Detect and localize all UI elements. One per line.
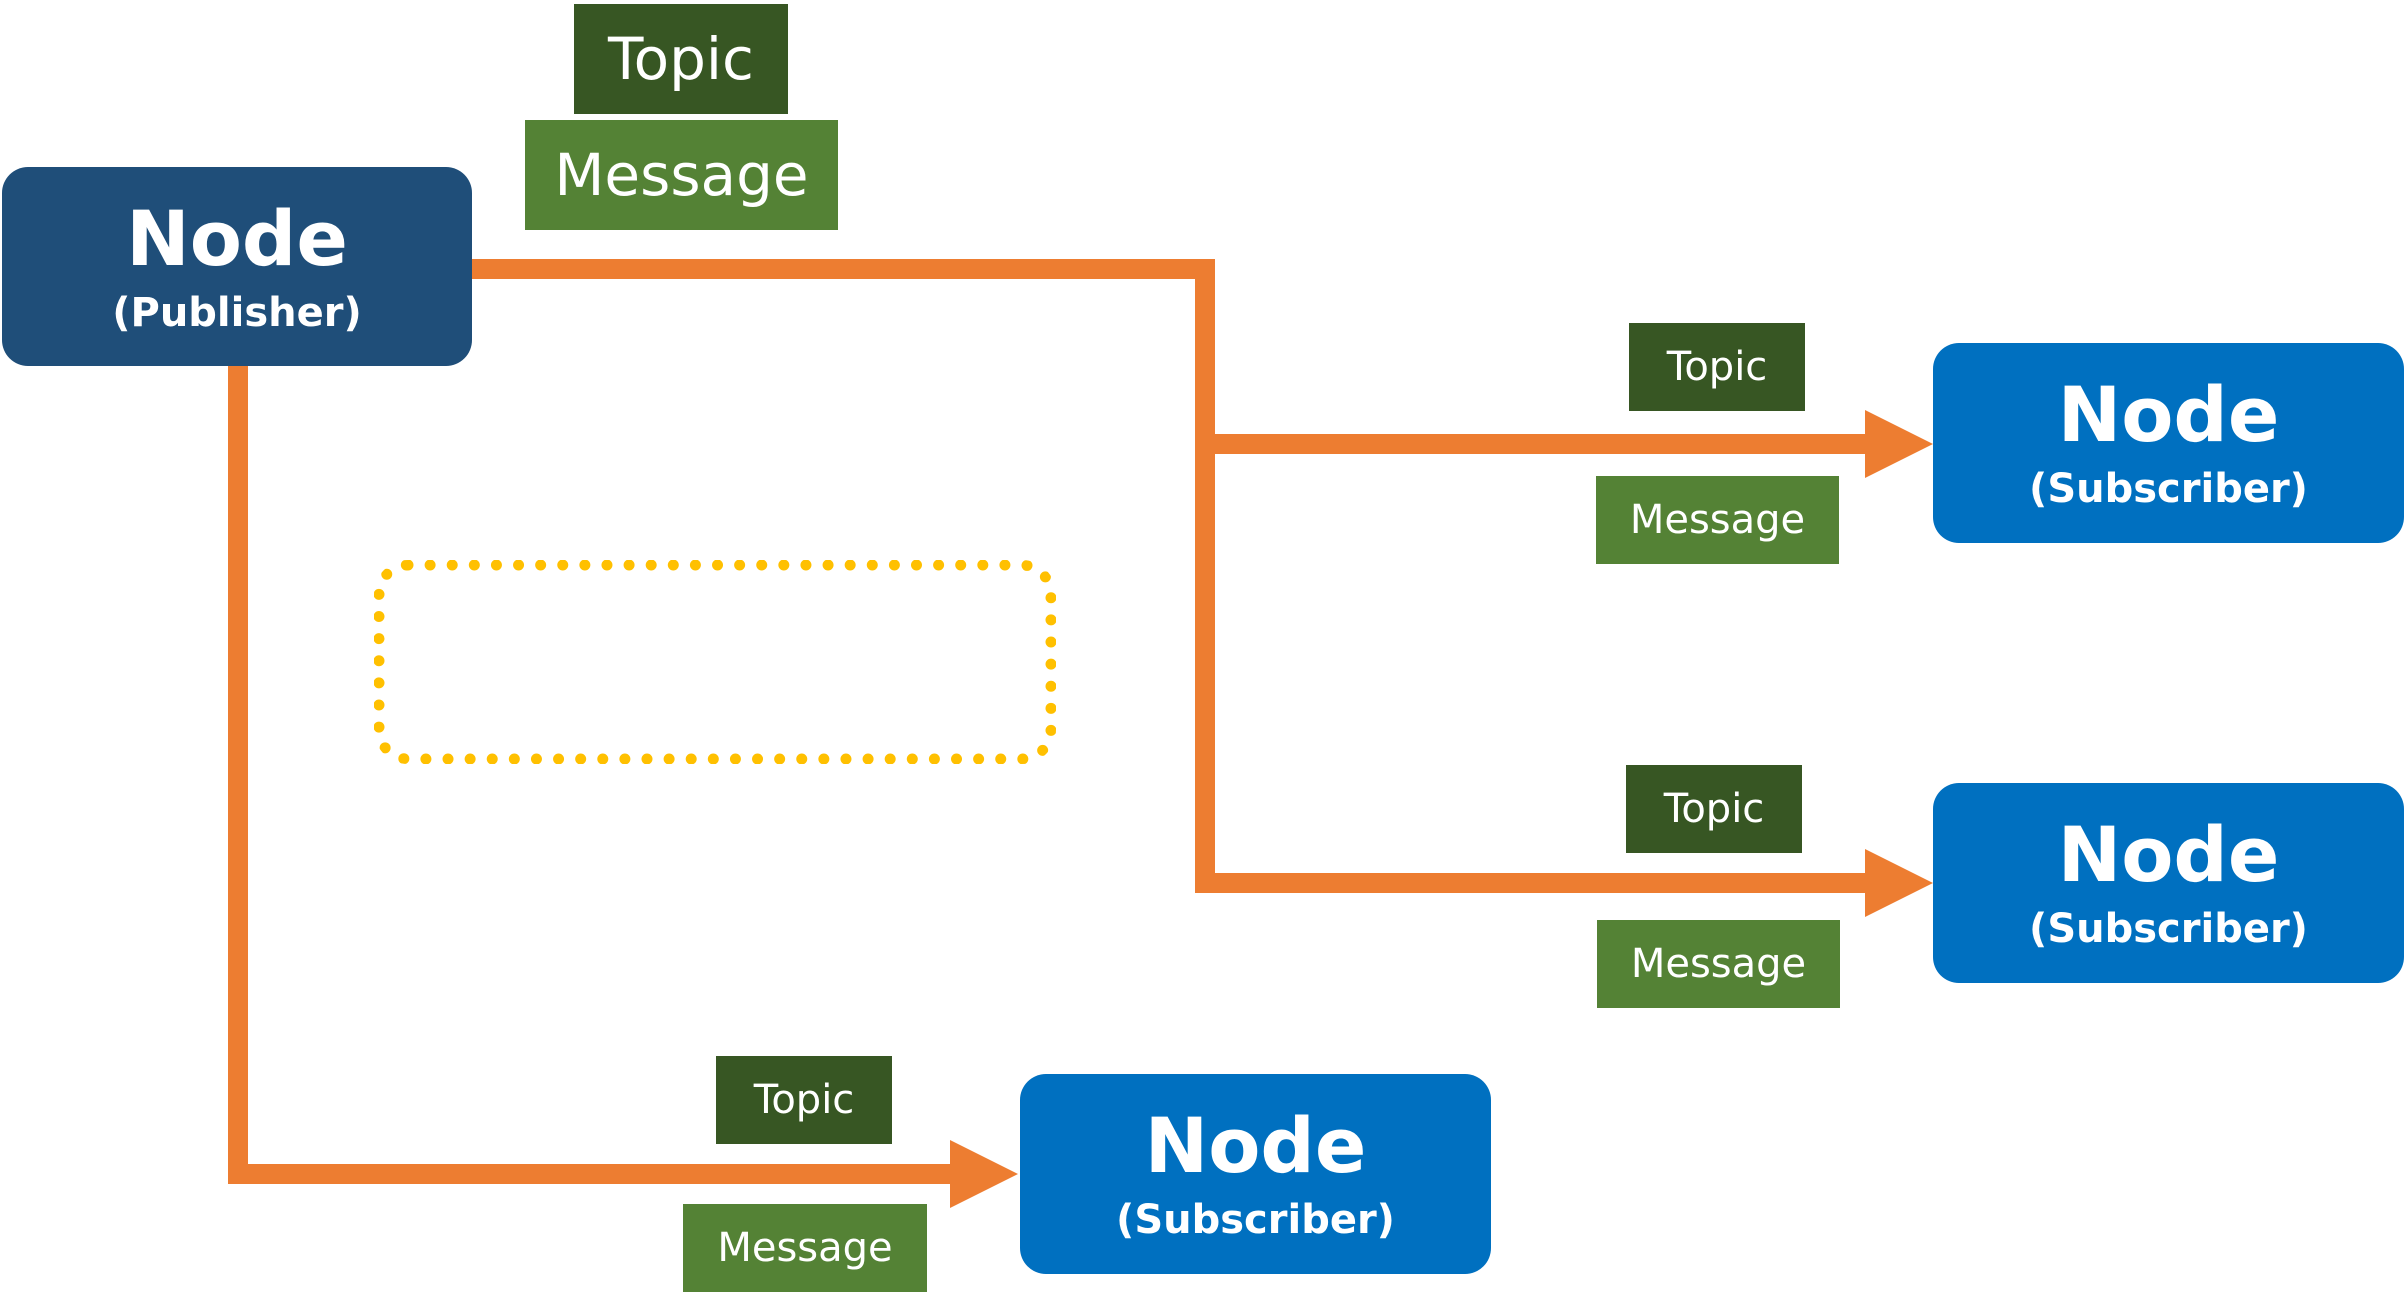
subscriber-1-message-tag: Message — [1596, 476, 1839, 564]
subscriber-3-message-tag: Message — [683, 1204, 927, 1292]
subscriber-2-topic-tag: Topic — [1626, 765, 1802, 853]
subscriber-2-role: (Subscriber) — [2029, 906, 2308, 952]
published-topic-tag: Topic — [574, 4, 788, 114]
publisher-node-title: Node — [126, 193, 348, 283]
highlight-dotted-box — [374, 560, 1056, 764]
subscriber-2-message-tag: Message — [1597, 920, 1840, 1008]
subscriber-3-role: (Subscriber) — [1116, 1197, 1395, 1243]
subscriber-1-role: (Subscriber) — [2029, 466, 2308, 512]
published-message-tag: Message — [525, 120, 838, 230]
subscriber-node-1[interactable]: Node (Subscriber) — [1933, 343, 2404, 543]
arrowhead-subscriber-3 — [950, 1140, 1018, 1208]
subscriber-node-3[interactable]: Node (Subscriber) — [1020, 1074, 1491, 1274]
publisher-node[interactable]: Node (Publisher) — [2, 167, 472, 366]
subscriber-3-title: Node — [1144, 1101, 1367, 1190]
subscriber-1-topic-tag: Topic — [1629, 323, 1805, 411]
publisher-node-role: (Publisher) — [112, 289, 362, 336]
subscriber-3-topic-tag: Topic — [716, 1056, 892, 1144]
subscriber-1-title: Node — [2057, 370, 2280, 459]
arrowhead-subscriber-1 — [1865, 410, 1933, 478]
arrowhead-subscriber-2 — [1865, 849, 1933, 917]
subscriber-2-title: Node — [2057, 810, 2280, 899]
subscriber-node-2[interactable]: Node (Subscriber) — [1933, 783, 2404, 983]
publisher-down-line — [228, 366, 955, 1184]
